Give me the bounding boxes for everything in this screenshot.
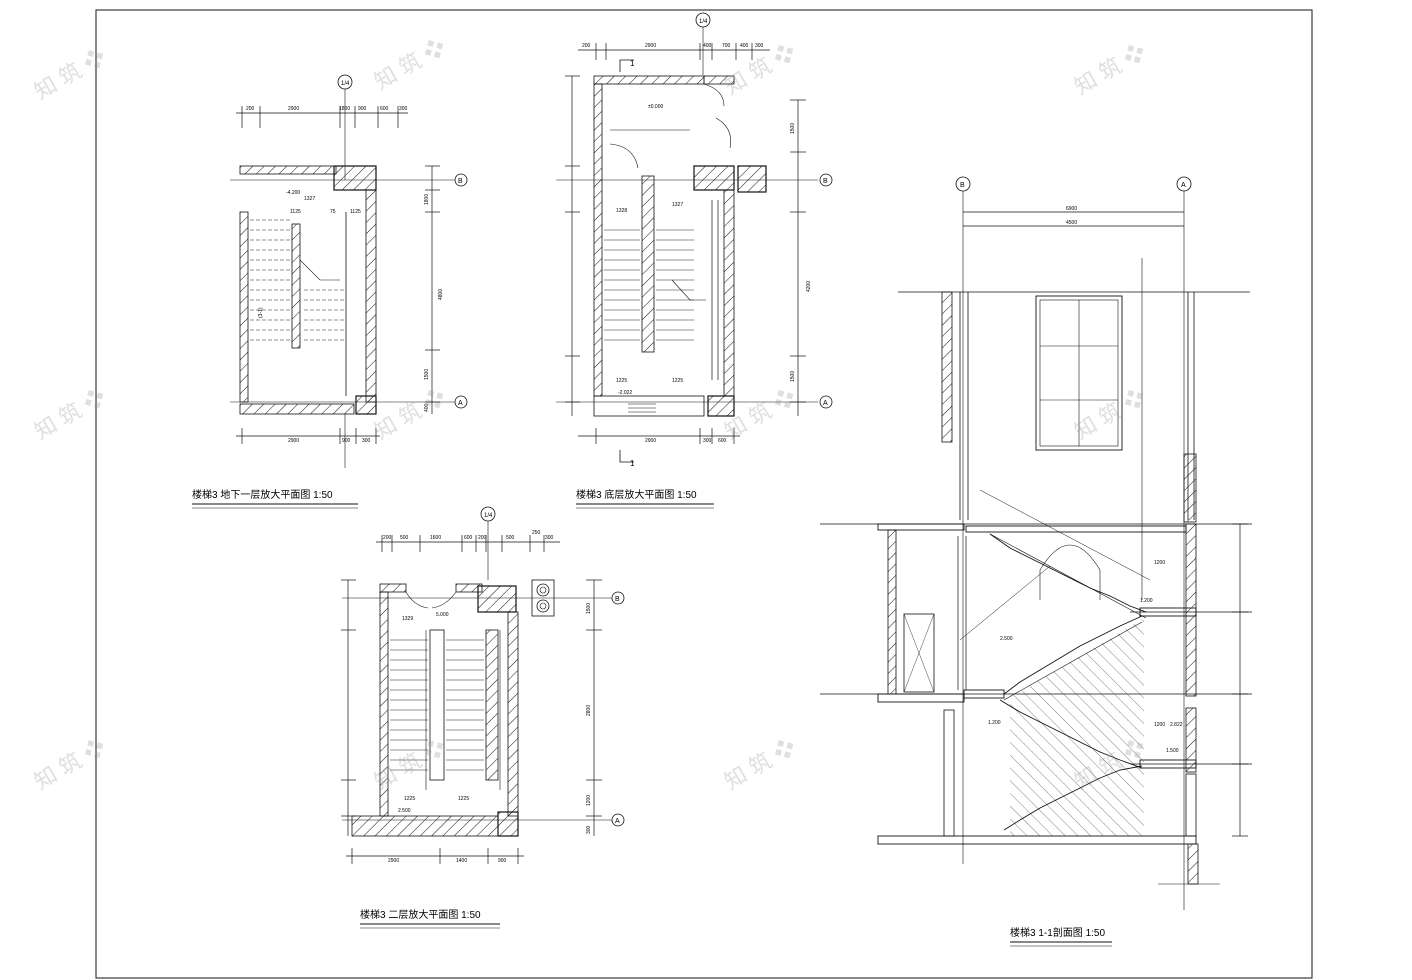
second-dim-top-3: 600 [464, 535, 473, 541]
second-dim-bottom-0: 2900 [388, 858, 399, 864]
ground-label-1327: 1327 [672, 202, 683, 208]
second-dim-right-2: 1200 [586, 795, 592, 806]
basement-axis-b: B [458, 178, 463, 185]
second-dim-top-6: 250 [532, 530, 541, 536]
watermark-text-4: 知 筑 ❖ [30, 384, 110, 445]
basement-dim-top-5: 300 [399, 106, 408, 112]
section-axis-a: A [1181, 182, 1186, 189]
section-dim-top-1: 4500 [1066, 220, 1077, 226]
basement-dim-top-2: 1800 [339, 106, 350, 112]
section-label-3: 1.500 [1166, 748, 1179, 754]
ground-section-mark-top: 1 [630, 59, 635, 68]
section-label-4: 2.822 [1170, 722, 1183, 728]
ground-axis-a: A [823, 400, 828, 407]
section-drawing: B A 6900 4500 [820, 176, 1252, 910]
basement-dim-right-3: 400 [424, 403, 430, 412]
second-dim-top-5: 500 [506, 535, 515, 541]
ground-dim-right-0: 1500 [790, 123, 796, 134]
ground-dim-top-0: 200 [582, 43, 591, 49]
ground-axis-top: 1/4 [699, 19, 708, 25]
basement-plan-title: 楼梯3 地下一层放大平面图 1:50 [192, 488, 333, 501]
watermark-text-5: 知 筑 ❖ [370, 384, 450, 445]
ground-plan: 1/4 200 2900 400 700 400 300 1 ±0.000 [556, 12, 833, 468]
basement-dim-right-0: 1800 [424, 194, 430, 205]
section-axis-b: B [960, 182, 965, 189]
basement-dim-bottom-0: 2900 [288, 438, 299, 444]
second-dim-right-3: 300 [586, 825, 592, 834]
second-plan-title: 楼梯3 二层放大平面图 1:50 [360, 908, 481, 921]
watermark-text-3: 知 筑 ❖ [1070, 39, 1150, 100]
section-label-0: 1.200 [1140, 598, 1153, 604]
second-label-2500: 2.500 [398, 808, 411, 814]
ground-section-mark-bottom: 1 [630, 459, 635, 468]
ground-dim-top-1: 2900 [645, 43, 656, 49]
basement-label-31: (3-1) [258, 307, 264, 318]
basement-label-1125b: 1125 [350, 209, 361, 215]
ground-label-1328: 1328 [616, 208, 627, 214]
second-axis-a: A [615, 818, 620, 825]
second-dim-top-7: 300 [545, 535, 554, 541]
basement-plan: 200 2900 1800 900 600 300 1/4 [230, 74, 468, 468]
ground-dim-bottom-1: 300 [703, 438, 712, 444]
ground-dim-right-1: 4200 [806, 281, 812, 292]
second-dim-top-1: 500 [400, 535, 409, 541]
ground-label-elev: ±0.000 [648, 104, 663, 110]
watermark-text-10: 知 筑 ❖ [720, 734, 800, 795]
second-dim-right-1: 2800 [586, 705, 592, 716]
second-dim-top-0: 200 [383, 535, 392, 541]
basement-dim-top-0: 200 [246, 106, 255, 112]
basement-dim-right-2: 1500 [424, 369, 430, 380]
basement-axis-a: A [458, 400, 463, 407]
second-label-1225b: 1225 [458, 796, 469, 802]
ground-plan-title: 楼梯3 底层放大平面图 1:50 [576, 488, 697, 501]
watermark-text-1: 知 筑 ❖ [370, 34, 450, 95]
basement-label-75: 75 [330, 209, 336, 215]
basement-dim-top-3: 900 [358, 106, 367, 112]
section-label-6: 1200 [1154, 722, 1165, 728]
ground-dim-bottom-0: 2900 [645, 438, 656, 444]
second-axis-top: 1/4 [484, 513, 493, 519]
section-label-2: 1.200 [988, 720, 1001, 726]
ground-label-1225a: 1225 [616, 378, 627, 384]
second-dim-right-0: 1500 [586, 603, 592, 614]
ground-dim-top-4: 400 [740, 43, 749, 49]
ground-label-2022: -2.022 [618, 390, 632, 396]
sheet-border [95, 9, 1313, 979]
basement-label-1125a: 1125 [290, 209, 301, 215]
ground-label-1225b: 1225 [672, 378, 683, 384]
basement-dim-right-1: 4800 [438, 289, 444, 300]
section-label-5: 1200 [1154, 560, 1165, 566]
basement-dim-top-4: 600 [380, 106, 389, 112]
section-dim-top-0: 6900 [1066, 206, 1077, 212]
watermark-layer: 知 筑 ❖ 知 筑 ❖ 知 筑 ❖ 知 筑 ❖ 知 筑 ❖ 知 筑 ❖ 知 筑 … [30, 34, 1150, 795]
second-plan: 1/4 200 500 1600 600 200 500 250 300 [341, 506, 625, 864]
second-dim-bottom-1: 1400 [456, 858, 467, 864]
basement-axis-top: 1/4 [341, 81, 350, 87]
second-dim-top-4: 200 [478, 535, 487, 541]
basement-label-1327: 1327 [304, 196, 315, 202]
ground-dim-top-2: 400 [703, 43, 712, 49]
second-dim-bottom-2: 900 [498, 858, 507, 864]
basement-dim-top-1: 2900 [288, 106, 299, 112]
second-label-1225a: 1225 [404, 796, 415, 802]
second-label-1329: 1329 [402, 616, 413, 622]
second-dim-top-2: 1600 [430, 535, 441, 541]
section-label-1: 2.500 [1000, 636, 1013, 642]
basement-dim-bottom-1: 900 [342, 438, 351, 444]
watermark-text-8: 知 筑 ❖ [30, 734, 110, 795]
second-axis-b: B [615, 596, 620, 603]
ground-dim-bottom-2: 600 [718, 438, 727, 444]
section-title: 楼梯3 1-1剖面图 1:50 [1010, 926, 1105, 939]
ground-dim-right-2: 1500 [790, 371, 796, 382]
basement-label-elev: -4.200 [286, 190, 300, 196]
ground-dim-top-5: 300 [755, 43, 764, 49]
second-label-5000: 5.000 [436, 612, 449, 618]
ground-axis-b: B [823, 178, 828, 185]
basement-dim-bottom-2: 300 [362, 438, 371, 444]
ground-dim-top-3: 700 [722, 43, 731, 49]
watermark-text-0: 知 筑 ❖ [30, 44, 110, 105]
